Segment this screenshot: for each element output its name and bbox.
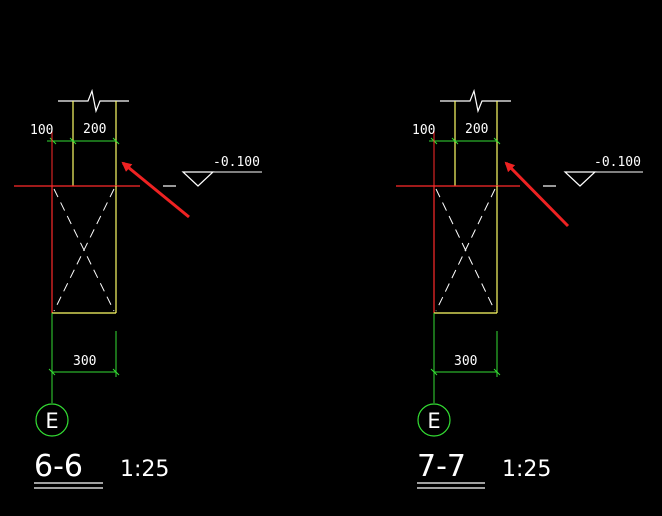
scale-label: 1:25: [502, 457, 551, 482]
axis-bubble: [417, 403, 451, 437]
footing-hatch: [435, 188, 496, 312]
section-7-7: -0.100 100 200 300 E 7-7 1:25: [396, 88, 643, 489]
dim-label-left: 100: [412, 123, 435, 138]
dim-tick: [112, 137, 120, 145]
dim-label-bottom: 300: [73, 354, 96, 369]
dim-tick: [112, 368, 120, 376]
dim-tick: [430, 368, 438, 376]
pointer-arrow: [504, 161, 570, 228]
break-line: [440, 88, 511, 114]
axis-bubble: [35, 403, 69, 437]
elevation-label: -0.100: [594, 155, 641, 170]
dim-label-left: 100: [30, 123, 53, 138]
section-title: 6-6: [34, 449, 83, 484]
section-6-6: -0.100 100 200 300 E 6-6 1:25: [14, 88, 262, 489]
section-title: 7-7: [417, 449, 466, 484]
dim-tick: [493, 368, 501, 376]
dim-tick: [451, 137, 459, 145]
dim-tick: [493, 137, 501, 145]
axis-label: E: [427, 409, 440, 433]
axis-label: E: [45, 409, 58, 433]
dim-tick: [49, 137, 57, 145]
dim-tick: [48, 368, 56, 376]
elevation-label: -0.100: [213, 155, 260, 170]
footing-hatch: [53, 188, 115, 312]
pointer-arrow: [121, 161, 190, 219]
dim-label-top: 200: [83, 122, 106, 137]
scale-label: 1:25: [120, 457, 169, 482]
dim-tick: [69, 137, 77, 145]
break-line: [58, 88, 129, 114]
elevation-triangle: [563, 171, 597, 187]
elevation-triangle: [181, 171, 215, 187]
dim-label-bottom: 300: [454, 354, 477, 369]
dim-label-top: 200: [465, 122, 488, 137]
